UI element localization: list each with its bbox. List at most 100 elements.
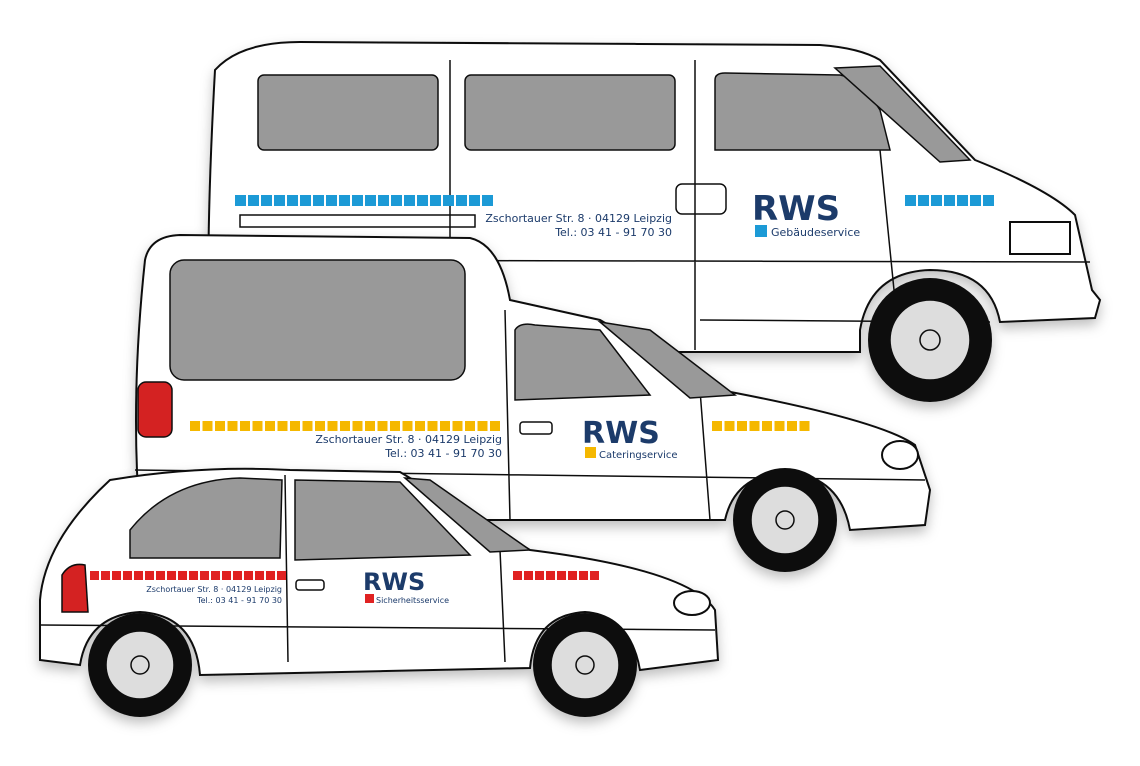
stripe-square (724, 421, 735, 431)
hatchback-taillight (61, 563, 89, 613)
stripe-square (112, 571, 121, 580)
caddy-headlight (881, 440, 919, 470)
stripe-square (134, 571, 143, 580)
hatchback-stripe-rear (90, 571, 286, 580)
stripe-square (430, 195, 441, 206)
stripe-square (417, 195, 428, 206)
caddy-window-door (514, 323, 652, 401)
hatchback-service: Sicherheitsservice (376, 596, 449, 605)
stripe-square (227, 421, 238, 431)
stripe-square (482, 195, 493, 206)
caddy-windshield (597, 320, 738, 399)
caddy-phone: Tel.: 03 41 - 91 70 30 (384, 447, 502, 460)
stripe-square (145, 571, 154, 580)
stripe-square (452, 421, 463, 431)
stripe-square (202, 421, 213, 431)
stripe-square (490, 421, 500, 431)
stripe-square (390, 421, 400, 431)
caddy-logo-square (585, 447, 596, 458)
stripe-square (215, 421, 225, 431)
hatchback-front-wheel (533, 613, 637, 717)
stripe-square (918, 195, 929, 206)
stripe-square (546, 571, 555, 580)
van-front-wheel (868, 278, 992, 402)
stripe-square (944, 195, 955, 206)
stripe-square (265, 421, 275, 431)
van-logo-square (755, 225, 767, 237)
caddy-stripe-front (712, 421, 810, 431)
van-stripe-rear (235, 195, 493, 206)
stripe-square (427, 421, 438, 431)
stripe-square (737, 421, 747, 431)
stripe-square (749, 421, 760, 431)
stripe-square (235, 195, 246, 206)
caddy-front-wheel (733, 468, 837, 572)
hatchback-address: Zschortauer Str. 8 · 04129 Leipzig (146, 585, 282, 594)
stripe-square (352, 195, 363, 206)
hatchback-logo-square (365, 594, 374, 603)
hatchback-windshield (402, 477, 533, 553)
hatchback-stripe-front (513, 571, 599, 580)
stripe-square (568, 571, 577, 580)
stripe-square (189, 571, 198, 580)
stripe-square (101, 571, 110, 580)
stripe-square (255, 571, 264, 580)
stripe-square (277, 421, 288, 431)
caddy-taillight (137, 381, 173, 438)
caddy-logo: RWS (582, 416, 660, 451)
van-stripe-front (905, 195, 994, 206)
hatchback-window-door (294, 479, 472, 561)
van-logo: RWS (752, 189, 840, 229)
van-headlight (1009, 221, 1071, 255)
stripe-square (244, 571, 253, 580)
stripe-square (787, 421, 797, 431)
stripe-square (277, 571, 286, 580)
van-service: Gebäudeservice (771, 226, 860, 239)
stripe-square (313, 195, 324, 206)
stripe-square (90, 571, 99, 580)
stripe-square (248, 195, 259, 206)
stripe-square (535, 571, 544, 580)
stripe-square (261, 195, 272, 206)
stripe-square (513, 571, 522, 580)
stripe-square (712, 421, 722, 431)
van-window-front (714, 72, 891, 151)
stripe-square (222, 571, 231, 580)
van-windshield (833, 65, 972, 163)
caddy-door-handle (519, 421, 553, 435)
stripe-square (465, 421, 475, 431)
stripe-square (167, 571, 176, 580)
stripe-square (326, 195, 337, 206)
van-sliding-rail (239, 214, 476, 228)
hatchback-headlight (673, 590, 711, 616)
stripe-square (266, 571, 275, 580)
stripe-square (178, 571, 187, 580)
stripe-square (905, 195, 916, 206)
caddy-service: Cateringservice (599, 450, 678, 461)
stripe-square (402, 421, 413, 431)
caddy-stripe-rear (190, 421, 500, 431)
stripe-square (339, 195, 350, 206)
caddy-window-rear (169, 259, 466, 381)
stripe-square (378, 195, 389, 206)
hatchback-door-handle (295, 579, 325, 591)
stripe-square (557, 571, 566, 580)
hatchback-window-rear (129, 477, 283, 559)
stripe-square (524, 571, 533, 580)
hatchback-rear-wheel (88, 613, 192, 717)
stripe-square (799, 421, 810, 431)
hatchback-logo: RWS (363, 568, 425, 596)
stripe-square (762, 421, 772, 431)
stripe-square (456, 195, 467, 206)
stripe-square (365, 195, 376, 206)
stripe-square (590, 571, 599, 580)
stripe-square (274, 195, 285, 206)
van-phone: Tel.: 03 41 - 91 70 30 (554, 226, 672, 239)
van-window-middle (464, 74, 676, 151)
stripe-square (315, 421, 325, 431)
stripe-square (404, 195, 415, 206)
caddy-address: Zschortauer Str. 8 · 04129 Leipzig (315, 433, 502, 446)
stripe-square (391, 195, 402, 206)
stripe-square (327, 421, 338, 431)
